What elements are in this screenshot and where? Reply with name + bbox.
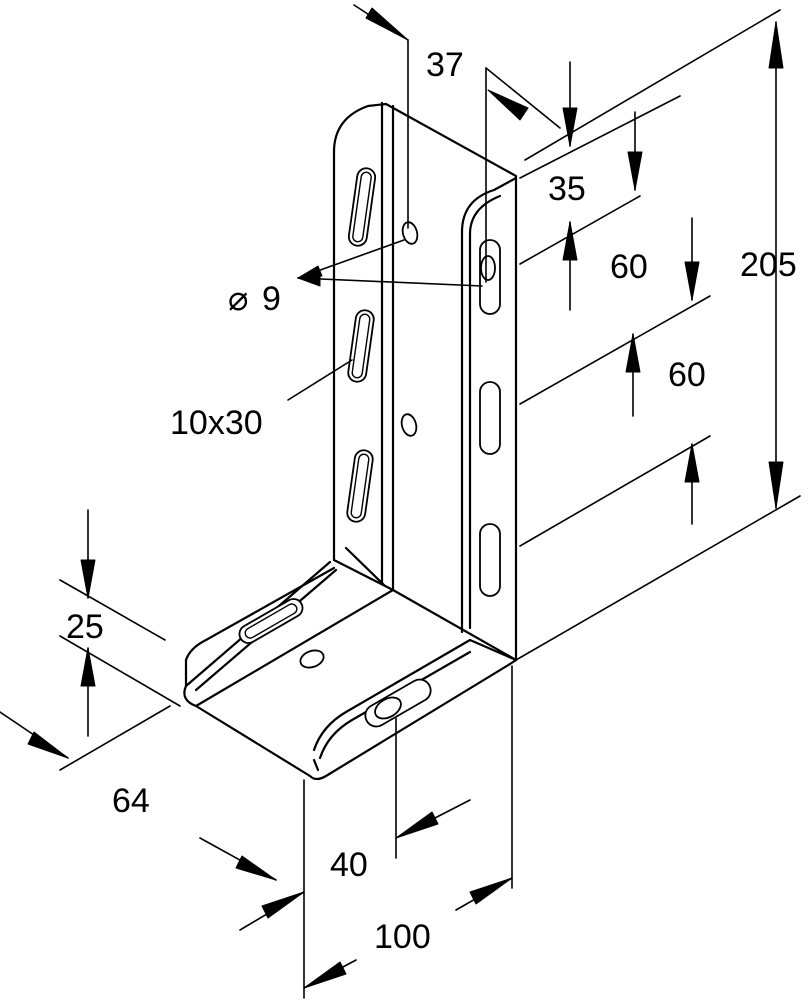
dim-64-label: 64: [112, 782, 150, 820]
dimension-lines: [0, 4, 801, 999]
hole-back-upper: [401, 221, 419, 245]
slot-left-1: [347, 167, 377, 247]
hole-base-center: [299, 649, 325, 669]
dim-100-label: 100: [374, 918, 431, 956]
slot-left-3: [346, 449, 374, 523]
dim-9-label: 9: [262, 280, 281, 318]
slot-left-2: [347, 309, 375, 383]
slot-right-2: [479, 381, 501, 455]
dim-60-top-label: 60: [610, 248, 648, 286]
dim-25-label: 25: [66, 608, 104, 646]
dim-60-mid-label: 60: [668, 356, 706, 394]
holes-and-slots: [238, 167, 501, 728]
dimension-labels: 37 35 205 60 60 ⌀ 9 10x30 25 64 40 100: [66, 46, 797, 956]
slot-base-right: [364, 678, 432, 728]
slot-right-3: [479, 523, 501, 597]
bracket-body: [183, 101, 518, 781]
slot-base-left: [238, 598, 304, 644]
dim-40-label: 40: [330, 846, 368, 884]
hole-back-lower: [400, 413, 418, 437]
slot-right-1: [479, 239, 501, 315]
dim-10x30-label: 10x30: [170, 404, 263, 442]
dim-205-label: 205: [740, 246, 797, 284]
dim-35-label: 35: [548, 170, 586, 208]
dim-37-label: 37: [426, 46, 464, 84]
diameter-symbol: ⌀: [228, 280, 248, 318]
